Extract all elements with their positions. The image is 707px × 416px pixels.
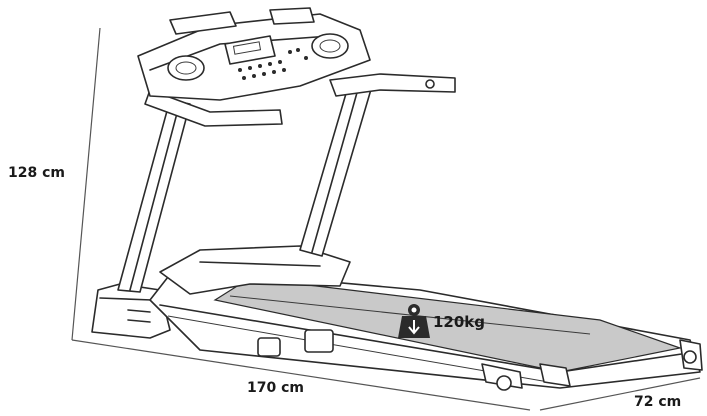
treadmill-handlebars — [144, 73, 456, 127]
treadmill-uprights — [117, 79, 373, 293]
height-dimension-line — [71, 27, 101, 341]
length-dimension-line — [71, 339, 531, 411]
width-label: 72 cm — [634, 394, 682, 410]
height-label: 128 cm — [8, 165, 65, 181]
weight-icon — [398, 304, 430, 338]
width-dimension-line — [539, 377, 701, 411]
length-label: 170 cm — [247, 380, 304, 396]
treadmill-console — [137, 7, 371, 101]
treadmill-base — [91, 245, 703, 391]
max-weight-label: 120kg — [433, 313, 486, 331]
